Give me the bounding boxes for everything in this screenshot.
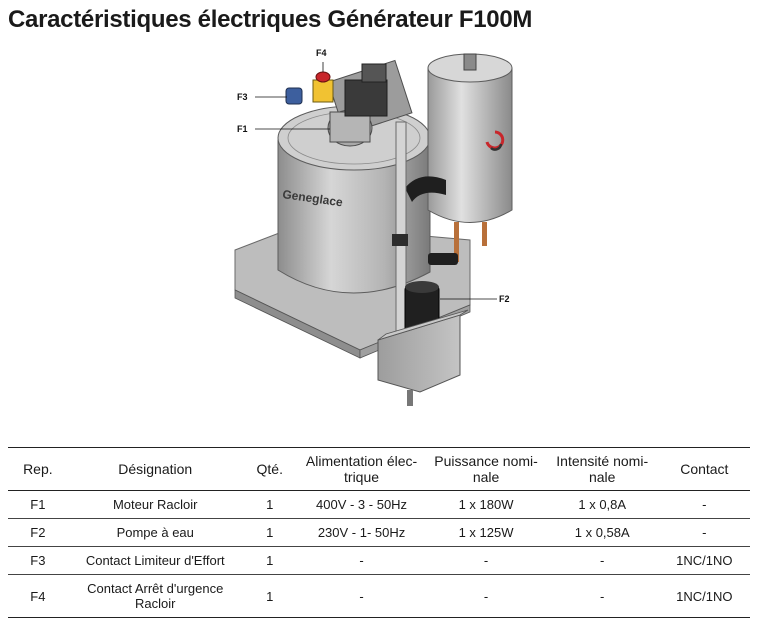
cell-intensite: 1 x 0,58A	[545, 518, 659, 547]
cell-contact: -	[658, 518, 750, 547]
header-designation: Désignation	[67, 447, 243, 491]
header-contact: Contact	[658, 447, 750, 491]
electrical-spec-table: Rep. Désignation Qté. Alimentation élec-…	[8, 447, 750, 618]
cell-alimentation: -	[296, 574, 427, 618]
cell-contact: 1NC/1NO	[658, 546, 750, 575]
cell-designation: Contact Arrêt d'urgence Racloir	[67, 574, 243, 618]
cell-qte: 1	[242, 490, 297, 519]
callout-f2: F2	[499, 294, 510, 304]
cell-rep: F2	[8, 518, 68, 547]
cell-puissance: 1 x 125W	[426, 518, 546, 547]
callout-f1: F1	[237, 124, 248, 134]
cell-intensite: 1 x 0,8A	[545, 490, 659, 519]
cell-qte: 1	[242, 574, 297, 618]
cell-designation: Moteur Racloir	[67, 490, 243, 519]
cell-rep: F1	[8, 490, 68, 519]
water-tank	[427, 67, 513, 223]
table-row: F4 Contact Arrêt d'urgence Racloir 1 - -…	[8, 574, 750, 618]
copper-pipe	[454, 222, 459, 262]
header-puissance: Puissance nomi-nale	[426, 447, 546, 491]
callout-f3: F3	[237, 92, 248, 102]
hose	[405, 176, 446, 202]
generator-drawing: Geneglace	[234, 48, 513, 406]
table-row: F2 Pompe à eau 1 230V - 1- 50Hz 1 x 125W…	[8, 518, 750, 547]
callout-f4: F4	[316, 48, 327, 58]
emergency-stop-box	[312, 79, 334, 103]
main-drum	[277, 139, 431, 294]
header-alimentation: Alimentation élec-trique	[296, 447, 427, 491]
limit-switch	[285, 87, 303, 105]
cell-puissance: 1 x 180W	[426, 490, 546, 519]
header-rep: Rep.	[8, 447, 68, 491]
cell-puissance: -	[426, 574, 546, 618]
cell-qte: 1	[242, 546, 297, 575]
cell-rep: F3	[8, 546, 68, 575]
cell-alimentation: -	[296, 546, 427, 575]
cell-designation: Contact Limiteur d'Effort	[67, 546, 243, 575]
header-intensite: Intensité nomi-nale	[545, 447, 659, 491]
table-row: F1 Moteur Racloir 1 400V - 3 - 50Hz 1 x …	[8, 490, 750, 519]
cell-puissance: -	[426, 546, 546, 575]
cell-alimentation: 230V - 1- 50Hz	[296, 518, 427, 547]
cell-rep: F4	[8, 574, 68, 618]
generator-illustration: Geneglace	[0, 40, 765, 420]
page-title: Caractéristiques électriques Générateur …	[8, 6, 533, 33]
cell-designation: Pompe à eau	[67, 518, 243, 547]
cell-intensite: -	[545, 546, 659, 575]
cell-intensite: -	[545, 574, 659, 618]
gearbox	[344, 79, 388, 117]
table-header-row: Rep. Désignation Qté. Alimentation élec-…	[8, 447, 750, 491]
table-row: F3 Contact Limiteur d'Effort 1 - - - 1NC…	[8, 546, 750, 575]
cell-contact: -	[658, 490, 750, 519]
emergency-stop-button	[315, 71, 331, 83]
header-qte: Qté.	[242, 447, 297, 491]
cell-qte: 1	[242, 518, 297, 547]
cell-contact: 1NC/1NO	[658, 574, 750, 618]
cell-alimentation: 400V - 3 - 50Hz	[296, 490, 427, 519]
